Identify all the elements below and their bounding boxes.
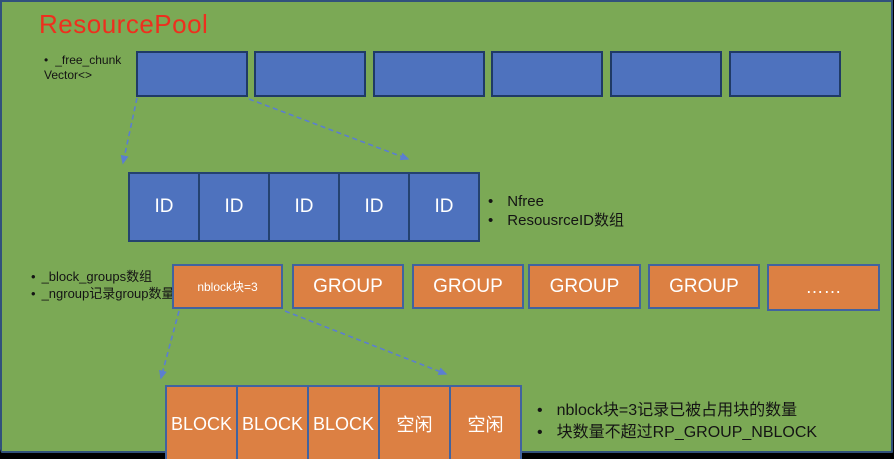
free-chunk-box-2 xyxy=(254,51,366,97)
group-box-ellipsis: …… xyxy=(767,264,880,311)
group-box: GROUP xyxy=(292,264,404,309)
group-box: GROUP xyxy=(412,264,524,309)
note-nfree-line1: Nfree xyxy=(507,193,544,210)
block-cell: BLOCK xyxy=(236,387,307,459)
free-chunk-box-5 xyxy=(610,51,722,97)
note-line: _free_chunk xyxy=(44,53,121,68)
note-nblock-rules-line1: nblock块=3记录已被占用块的数量 xyxy=(556,402,798,419)
group-box: GROUP xyxy=(648,264,760,309)
note-free-chunk: _free_chunk Vector<> xyxy=(44,53,121,83)
id-cell: ID xyxy=(154,196,174,217)
id-cell: ID xyxy=(198,174,268,240)
note-line: 块数量不超过RP_GROUP_NBLOCK xyxy=(537,422,818,444)
nblock-group-box: nblock块=3 xyxy=(172,264,283,309)
bullet-icon xyxy=(44,53,48,68)
note-nblock-rules-line2: 块数量不超过RP_GROUP_NBLOCK xyxy=(556,424,818,441)
free-chunk-box-4 xyxy=(491,51,603,97)
bullet-icon xyxy=(537,422,543,444)
bullet-icon xyxy=(31,268,36,285)
bullet-icon xyxy=(31,285,36,302)
bullet-icon xyxy=(488,211,493,230)
block-cell: 空闲 xyxy=(449,387,520,459)
block-cell: 空闲 xyxy=(378,387,449,459)
note-free-chunk-line1: _free_chunk xyxy=(55,53,122,67)
free-chunk-box-3 xyxy=(373,51,485,97)
page-title: ResourcePool xyxy=(39,9,209,39)
bullet-icon xyxy=(488,192,493,211)
group-box: GROUP xyxy=(528,264,641,309)
note-nblock-rules: nblock块=3记录已被占用块的数量 块数量不超过RP_GROUP_NBLOC… xyxy=(537,400,818,444)
note-block-groups-line1: _block_groups数组 xyxy=(41,269,153,284)
id-cell: ID xyxy=(408,174,478,240)
free-chunk-box-6 xyxy=(729,51,841,97)
note-line: Nfree xyxy=(488,192,624,211)
note-block-groups-line2: _ngroup记录group数量 xyxy=(41,286,175,301)
note-line: _ngroup记录group数量 xyxy=(31,285,175,302)
bullet-icon xyxy=(537,400,543,422)
note-nfree-line2: ResousrceID数组 xyxy=(507,212,624,229)
note-line: _block_groups数组 xyxy=(31,268,175,285)
block-cell: BLOCK xyxy=(170,413,233,434)
note-line: ResousrceID数组 xyxy=(488,211,624,230)
note-line: Vector<> xyxy=(44,68,121,83)
id-cell: ID xyxy=(268,174,338,240)
id-cell: ID xyxy=(338,174,408,240)
note-block-groups: _block_groups数组 _ngroup记录group数量 xyxy=(31,268,175,302)
resource-id-array: ID ID ID ID ID xyxy=(128,172,480,242)
free-chunk-box-1 xyxy=(136,51,248,97)
note-nfree: Nfree ResousrceID数组 xyxy=(488,192,624,230)
note-line: nblock块=3记录已被占用块的数量 xyxy=(537,400,817,422)
note-free-chunk-line2: Vector<> xyxy=(44,68,93,82)
block-cell: BLOCK xyxy=(307,387,378,459)
block-array: BLOCK BLOCK BLOCK 空闲 空闲 xyxy=(165,385,522,459)
